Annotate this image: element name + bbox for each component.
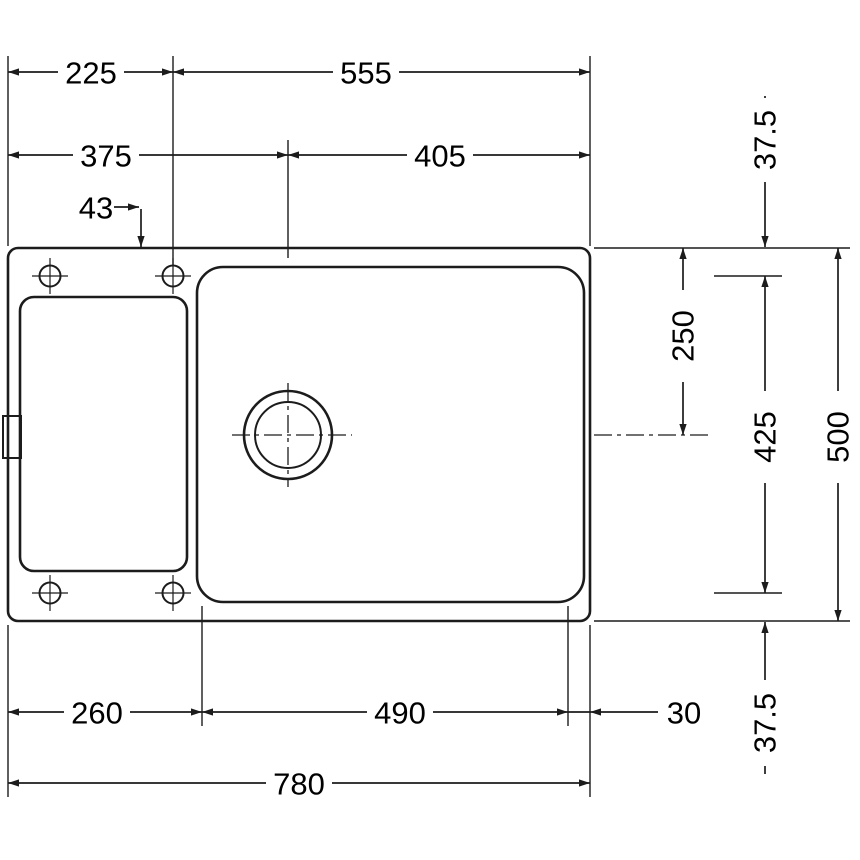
tap-hole-top-right [155, 258, 191, 294]
label-mask [58, 54, 124, 90]
label-mask [747, 391, 783, 483]
label-mask [367, 694, 433, 730]
sink-outer-edge [6, 246, 592, 623]
label-mask [820, 391, 856, 483]
overflow-slot [2, 415, 22, 459]
main-bowl [195, 265, 586, 604]
label-mask [73, 137, 139, 173]
dim-label-30: 30 [667, 696, 701, 731]
dim-label-500: 500 [821, 411, 856, 463]
dim-label-490: 490 [374, 696, 426, 731]
label-mask [665, 290, 701, 382]
tap-hole-top-left [32, 258, 68, 294]
sink-outline [2, 246, 708, 623]
dim-label-405: 405 [414, 139, 466, 174]
dim-label-37-5-top: 37.5 [748, 110, 783, 170]
drainer-board [18, 295, 189, 573]
tap-hole-bottom-left [32, 575, 68, 611]
label-mask [747, 680, 783, 766]
dim-label-225: 225 [65, 56, 117, 91]
dim-label-780: 780 [273, 767, 325, 802]
label-mask [266, 765, 332, 801]
dimension-labels: 225 555 375 405 43 37.5 250 425 500 37.5… [65, 56, 855, 802]
dim-label-375: 375 [80, 139, 132, 174]
label-mask [333, 54, 399, 90]
dim-label-555: 555 [340, 56, 392, 91]
tap-hole-bottom-right [155, 575, 191, 611]
label-mask [407, 137, 473, 173]
label-masks [58, 54, 856, 801]
dim-label-37-5-bottom: 37.5 [748, 693, 783, 753]
label-mask [64, 694, 130, 730]
dim-label-260: 260 [71, 696, 123, 731]
dim-label-250: 250 [666, 310, 701, 362]
dimension-lines [8, 68, 842, 787]
label-mask [747, 98, 783, 182]
dim-label-425: 425 [748, 411, 783, 463]
dim-label-43: 43 [79, 191, 113, 226]
